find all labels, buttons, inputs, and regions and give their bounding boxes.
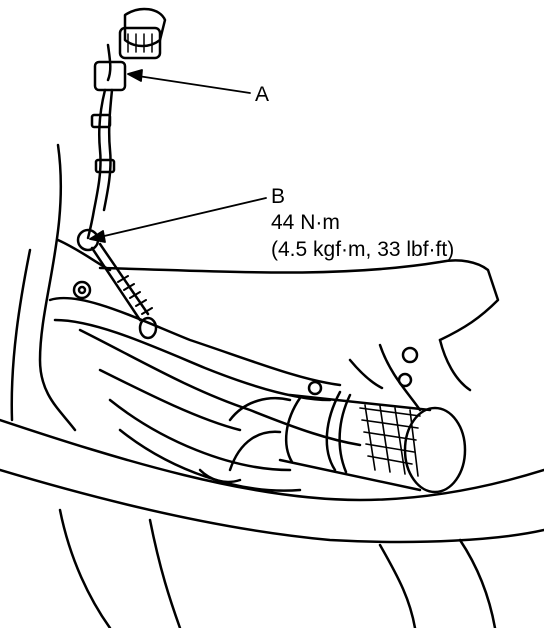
callout-a-label: A <box>255 83 270 106</box>
leader-lines <box>89 69 267 243</box>
harness-connector <box>118 7 167 60</box>
catalytic-converter <box>278 390 467 494</box>
sensor-harness <box>86 43 127 240</box>
pipe-bend <box>198 396 292 484</box>
engine-block <box>98 259 500 412</box>
body-frame <box>10 143 112 432</box>
torque-spec-alternate-units: (4.5 kgf·m, 33 lbf·ft) <box>271 238 455 261</box>
leader-line-a <box>137 75 251 94</box>
torque-spec-nm: 44 N·m <box>271 211 340 234</box>
leader-line-b <box>99 197 267 238</box>
arrowhead-b <box>89 230 106 243</box>
arrowhead-a <box>127 69 143 82</box>
mounting-bolts <box>72 280 419 396</box>
underbody-floor <box>0 418 544 628</box>
callout-b-label: B <box>271 185 286 208</box>
